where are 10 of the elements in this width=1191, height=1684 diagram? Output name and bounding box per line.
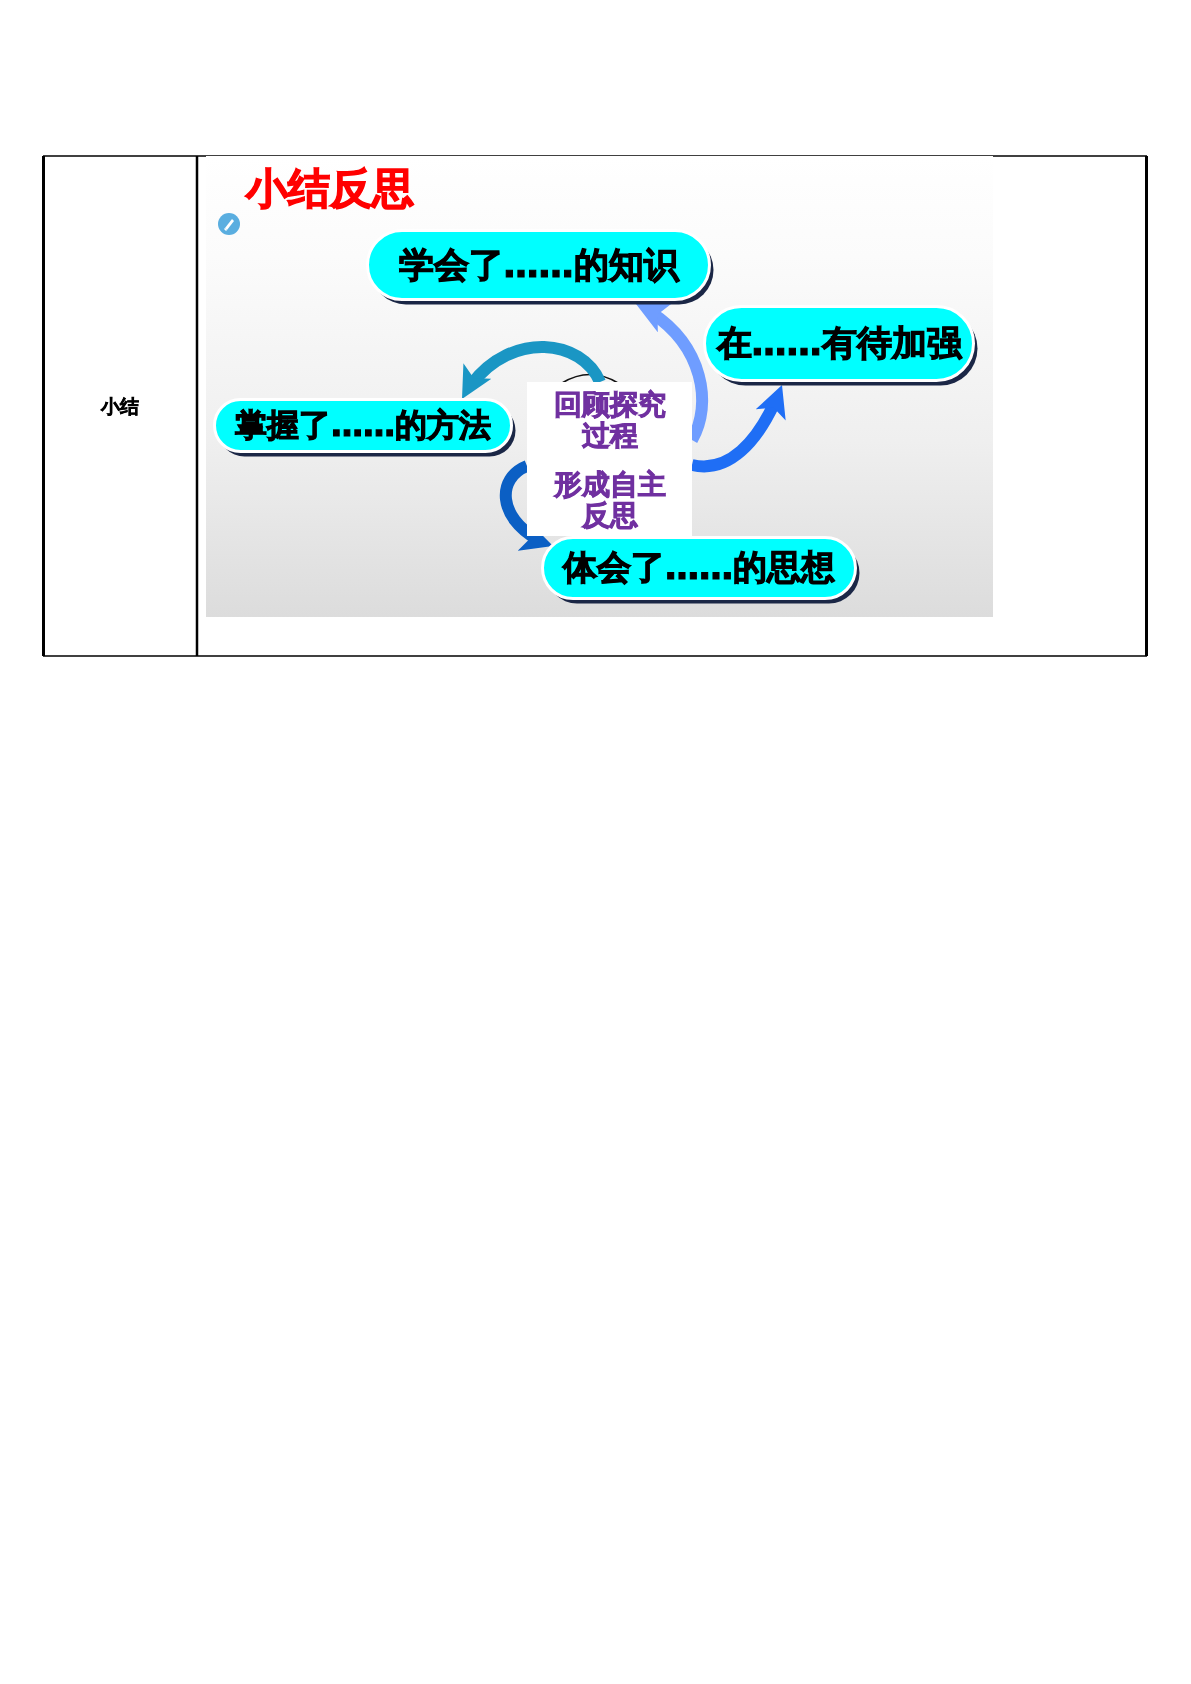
panel-text: 回顾探究过程 (552, 389, 667, 452)
pill-text: 在……有待加强 (716, 324, 962, 363)
panel-text: 形成自主反思 (552, 468, 667, 532)
pill-text: 体会了……的思想 (563, 549, 835, 587)
pill-text: 掌握了……的方法 (235, 407, 491, 444)
slide-title: 小结反思 (246, 166, 414, 213)
text-panel (527, 382, 692, 536)
row-heading: 小结 (101, 395, 139, 417)
pill-text: 学会了……的知识 (398, 245, 679, 285)
topic-pill (703, 305, 979, 387)
